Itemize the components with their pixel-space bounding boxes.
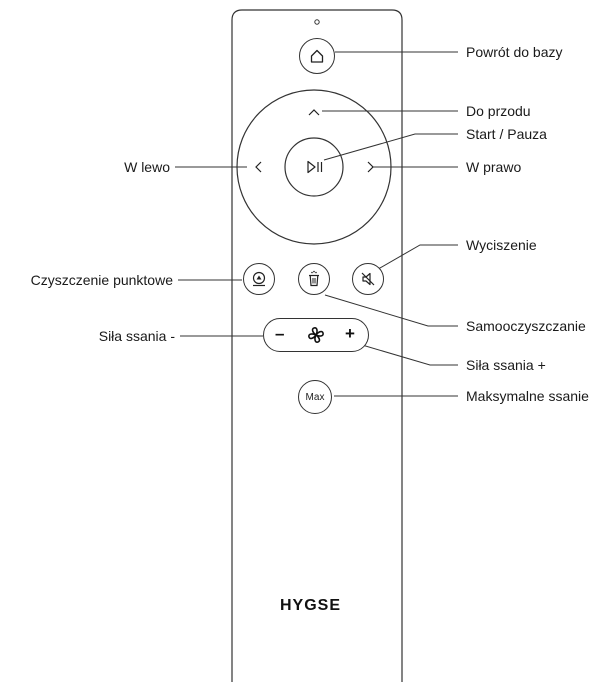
label-suction-plus: Siła ssania + <box>466 357 546 373</box>
max-suction-button[interactable]: Max <box>298 380 332 414</box>
label-start-pause: Start / Pauza <box>466 126 547 142</box>
suction-minus-button[interactable]: – <box>275 324 285 343</box>
label-left: W lewo <box>124 159 170 175</box>
mute-icon <box>361 272 375 286</box>
up-arrow-icon[interactable] <box>307 107 321 117</box>
label-forward: Do przodu <box>466 103 531 119</box>
suction-control: – + <box>263 318 369 352</box>
label-home: Powrót do bazy <box>466 44 563 60</box>
label-mute: Wyciszenie <box>466 237 537 253</box>
fan-icon <box>308 327 324 343</box>
brand-logo: HYGSE <box>280 597 342 614</box>
max-label: Max <box>305 391 325 403</box>
leader-lines <box>175 51 458 397</box>
label-spot-clean: Czyszczenie punktowe <box>30 272 173 288</box>
label-max-suction: Maksymalne ssanie <box>466 388 589 404</box>
self-clean-button[interactable] <box>298 263 330 295</box>
label-self-clean: Samooczyszczanie <box>466 318 586 334</box>
spot-clean-button[interactable] <box>243 263 275 295</box>
label-suction-minus: Siła ssania - <box>98 328 175 344</box>
suction-plus-button[interactable]: + <box>345 324 355 343</box>
play-pause-icon[interactable] <box>306 160 324 174</box>
home-icon <box>310 49 324 63</box>
trash-icon <box>309 270 319 287</box>
spot-clean-icon <box>252 271 266 287</box>
label-right: W prawo <box>466 159 522 175</box>
center-button-ring <box>284 137 344 197</box>
mute-button[interactable] <box>352 263 384 295</box>
left-arrow-icon[interactable] <box>253 160 263 174</box>
home-button[interactable] <box>299 38 335 74</box>
right-arrow-icon[interactable] <box>366 160 376 174</box>
